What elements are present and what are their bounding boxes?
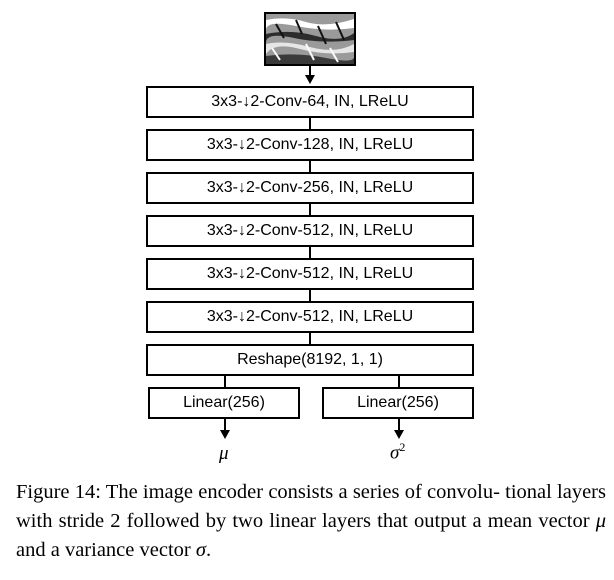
sigma-symbol: σ xyxy=(390,442,400,464)
encoder-diagram: 3x3-↓2-Conv-64, IN, LReLU 3x3-↓2-Conv-12… xyxy=(146,12,474,465)
conv-layer-3: 3x3-↓2-Conv-256, IN, LReLU xyxy=(146,172,474,204)
arrow-mu-output xyxy=(224,419,226,431)
connector-4 xyxy=(309,247,311,258)
connector-5 xyxy=(309,290,311,301)
conv-layer-4: 3x3-↓2-Conv-512, IN, LReLU xyxy=(146,215,474,247)
conv-layer-2: 3x3-↓2-Conv-128, IN, LReLU xyxy=(146,129,474,161)
branch-right xyxy=(398,376,400,387)
connector-1 xyxy=(309,118,311,129)
caption-suffix: . xyxy=(205,539,212,561)
input-image-icon xyxy=(264,12,356,66)
linear-layer-sigma: Linear(256) xyxy=(322,387,474,419)
conv-layer-5: 3x3-↓2-Conv-512, IN, LReLU xyxy=(146,258,474,290)
arrow-sigma-output xyxy=(398,419,400,431)
caption-text-middle: and a variance vector xyxy=(16,539,196,561)
arrow-head-icon xyxy=(220,430,230,439)
arrow-head-icon xyxy=(394,430,404,439)
arrow-image-to-conv1 xyxy=(309,66,311,76)
figure-caption: Figure 14: The image encoder consists a … xyxy=(16,478,606,565)
sigma-exponent: 2 xyxy=(399,440,406,454)
connector-3 xyxy=(309,204,311,215)
linear-layer-mu: Linear(256) xyxy=(148,387,300,419)
reshape-layer: Reshape(8192, 1, 1) xyxy=(146,344,474,376)
mu-symbol: μ xyxy=(219,443,229,464)
caption-mu: μ xyxy=(595,510,606,532)
connector-6 xyxy=(309,333,311,344)
conv-layer-6: 3x3-↓2-Conv-512, IN, LReLU xyxy=(146,301,474,333)
arrow-head-icon xyxy=(305,75,315,84)
conv-layer-1: 3x3-↓2-Conv-64, IN, LReLU xyxy=(146,86,474,118)
connector-2 xyxy=(309,161,311,172)
branch-left xyxy=(224,376,226,387)
output-sigma-label: σ2 xyxy=(390,440,405,464)
output-mu-label: μ xyxy=(219,443,229,465)
caption-text: Figure 14: The image encoder consists a … xyxy=(16,481,606,532)
caption-sigma: σ xyxy=(195,539,206,561)
